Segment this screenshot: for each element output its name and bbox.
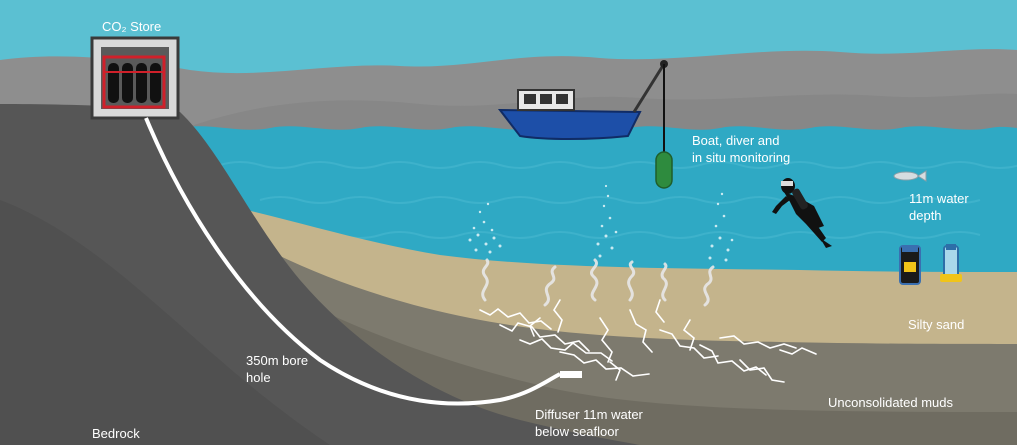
bedrock-label: Bedrock: [92, 426, 140, 441]
fish-icon: [893, 170, 927, 182]
water-waves: [219, 161, 1017, 239]
bedrock-shading: [0, 200, 330, 445]
boat-icon: [497, 60, 668, 152]
sediment-fractures: [479, 299, 817, 383]
sensor-buoy-icon: [655, 151, 673, 189]
co2-store-label: CO₂ Store: [102, 19, 162, 34]
silty-sand-label: Silty sand: [908, 317, 965, 332]
depth-label-line2: depth: [909, 208, 942, 223]
co2-store: [90, 36, 180, 120]
depth-label-line1: 11m water: [909, 191, 969, 206]
monitoring-instrument-icon: [940, 244, 962, 282]
diffuser-label: Diffuser 11m water below seafloor: [535, 406, 643, 440]
boat-label-line2: in situ monitoring: [692, 150, 791, 165]
monitoring-instrument-icon: [899, 245, 921, 285]
bore-label-line2: hole: [246, 370, 271, 385]
diffuser-label-line2: below seafloor: [535, 424, 619, 439]
diver-icon: [772, 178, 832, 248]
gas-wisps: [481, 258, 715, 307]
gas-bubbles: [468, 184, 734, 262]
bore-hole-pipe: [144, 117, 561, 406]
unconsolidated-muds-label: Unconsolidated muds: [828, 395, 954, 410]
diffuser-label-line1: Diffuser 11m water: [535, 407, 643, 422]
co2-tank-rack: [102, 55, 166, 109]
boat-label-line1: Boat, diver and: [692, 133, 780, 148]
diffuser: [560, 371, 582, 378]
boat-diver-monitoring-label: Boat, diver and in situ monitoring: [692, 132, 790, 166]
water-depth-label: 11m water depth: [909, 190, 969, 224]
bore-hole-label: 350m bore hole: [246, 352, 308, 386]
bore-label-line1: 350m bore: [246, 353, 309, 368]
